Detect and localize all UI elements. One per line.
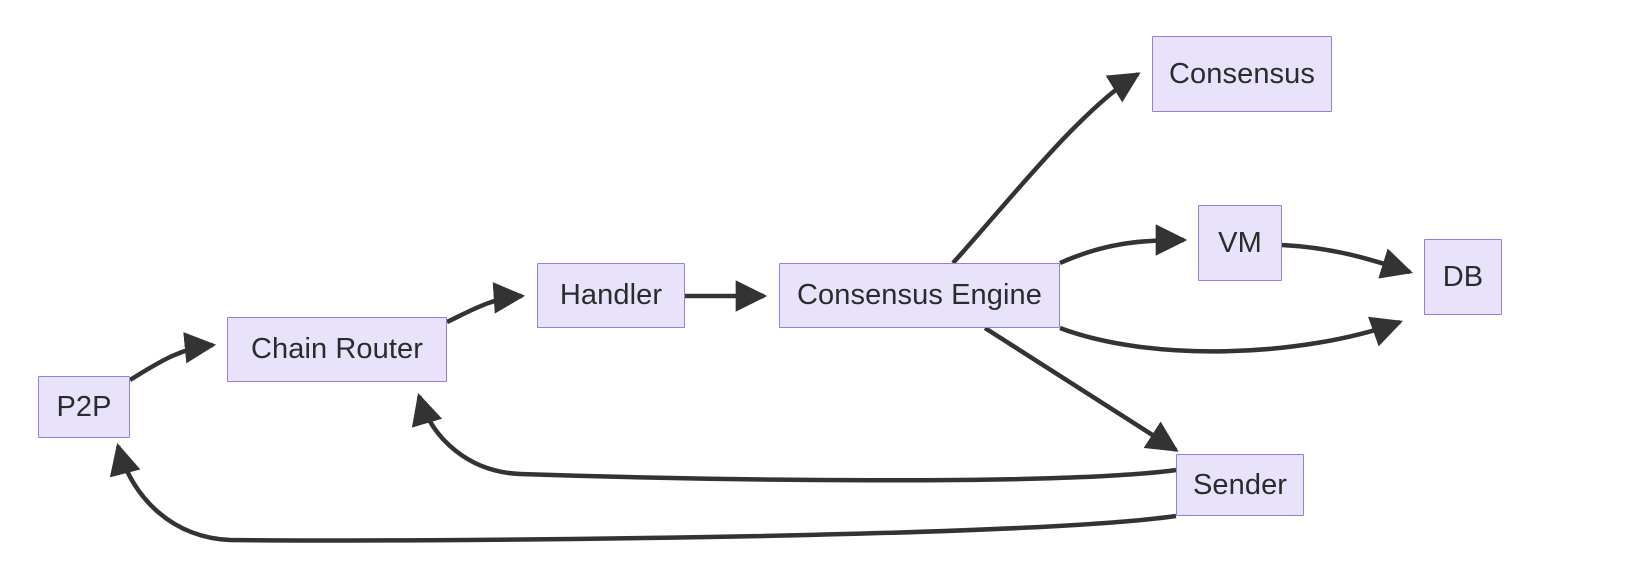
edge-p2p-to-chain-router	[128, 332, 217, 382]
node-consensus-label: Consensus	[1169, 57, 1315, 90]
node-db-label: DB	[1442, 260, 1484, 293]
node-p2p-label: P2P	[56, 390, 112, 423]
node-consensus-engine-label: Consensus Engine	[796, 279, 1043, 311]
edge-sender-to-p2p	[109, 442, 1177, 543]
node-p2p[interactable]: P2P	[38, 376, 130, 438]
node-sender[interactable]: Sender	[1176, 454, 1304, 516]
edge-chain-router-to-handler	[446, 282, 526, 325]
node-consensus-engine[interactable]: Consensus Engine	[779, 263, 1060, 328]
edge-consensus-engine-to-db	[1059, 316, 1403, 354]
node-db[interactable]: DB	[1424, 239, 1502, 315]
node-sender-label: Sender	[1192, 468, 1288, 501]
node-chain-router[interactable]: Chain Router	[227, 317, 447, 382]
edge-vm-to-db	[1281, 242, 1414, 279]
edge-consensus-engine-to-vm	[1059, 224, 1188, 266]
edge-consensus-engine-to-sender	[983, 326, 1179, 452]
edge-sender-to-chain-router	[411, 392, 1177, 483]
node-vm-label: VM	[1218, 226, 1262, 259]
node-vm[interactable]: VM	[1198, 205, 1282, 281]
node-handler[interactable]: Handler	[537, 263, 685, 328]
edge-consensus-engine-to-consensus	[951, 72, 1141, 265]
node-chain-router-label: Chain Router	[250, 333, 424, 365]
node-handler-label: Handler	[559, 279, 663, 311]
node-consensus[interactable]: Consensus	[1152, 36, 1332, 112]
